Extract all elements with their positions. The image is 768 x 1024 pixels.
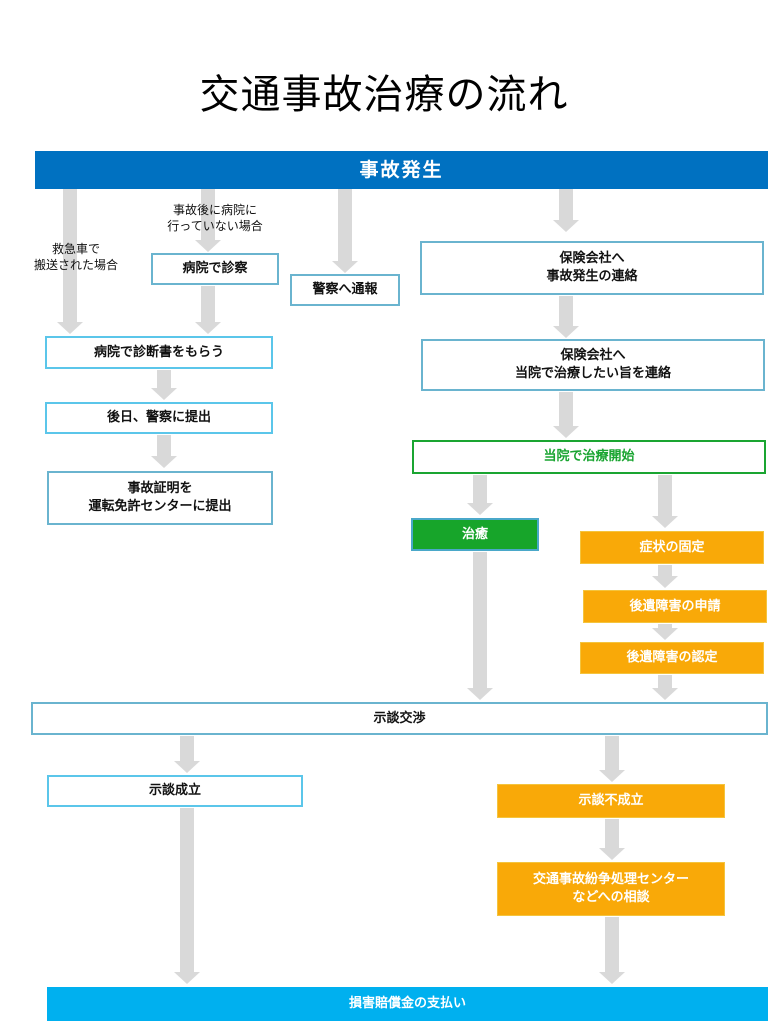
node-label: 交通事故紛争処理センター	[532, 872, 689, 887]
node-label: 運転免許センターに提出	[88, 499, 232, 514]
node-cured: 治癒	[411, 518, 539, 551]
node-payment: 損害賠償金の支払い	[47, 987, 768, 1021]
down-arrow-icon	[151, 435, 177, 468]
node-label: 後遺障害の認定	[626, 650, 718, 665]
page-title: 交通事故治療の流れ	[199, 72, 569, 118]
down-arrow-icon	[467, 475, 493, 515]
node-dispute-center: 交通事故紛争処理センターなどへの相談	[497, 862, 725, 916]
accident-label: 事故発生	[359, 159, 444, 181]
label-line: 搬送された場合	[33, 258, 118, 272]
down-arrow-icon	[553, 189, 579, 232]
node-disability-apply: 後遺障害の申請	[583, 590, 767, 623]
node-label: 治癒	[461, 526, 488, 542]
down-arrow-icon	[151, 370, 177, 400]
node-police-report: 警察へ通報	[290, 274, 400, 306]
down-arrow-icon	[195, 286, 221, 334]
down-arrow-icon	[174, 736, 200, 773]
down-arrow-icon	[652, 675, 678, 700]
node-label: などへの相談	[572, 890, 650, 905]
node-label: 後遺障害の申請	[629, 598, 721, 614]
node-hospital-exam: 病院で診察	[151, 253, 279, 285]
down-arrow-icon	[652, 565, 678, 588]
node-submit-police: 後日、警察に提出	[45, 402, 273, 434]
node-label: 当院で治療開始	[543, 449, 635, 464]
node-label: 保険会社へ	[559, 251, 625, 266]
node-symptom-fixed: 症状の固定	[580, 531, 764, 564]
node-label: 示談交渉	[373, 710, 426, 726]
label-line: 行っていない場合	[167, 219, 263, 233]
down-arrow-icon	[652, 624, 678, 640]
node-label: 示談成立	[148, 783, 201, 798]
node-disability-cert: 後遺障害の認定	[580, 642, 764, 674]
down-arrow-icon	[652, 475, 678, 528]
node-insurance-treat: 保険会社へ当院で治療したい旨を連絡	[421, 339, 765, 391]
node-insurance-notify: 保険会社へ事故発生の連絡	[420, 241, 764, 295]
node-settlement-fail: 示談不成立	[497, 784, 725, 818]
node-label: 損害賠償金の支払い	[348, 996, 466, 1011]
label-line: 事故後に病院に	[172, 203, 257, 217]
node-label: 保険会社へ	[560, 348, 626, 363]
node-diagnosis: 病院で診断書をもらう	[45, 336, 273, 369]
node-label: 事故証明を	[127, 481, 193, 496]
node-label: 当院で治療したい旨を連絡	[514, 366, 671, 381]
label-line: 救急車で	[51, 242, 100, 256]
node-settlement-negotiation: 示談交渉	[31, 702, 768, 735]
node-label: 病院で診断書をもらう	[93, 344, 224, 360]
node-accident-cert: 事故証明を運転免許センターに提出	[47, 471, 273, 525]
down-arrow-icon	[467, 552, 493, 700]
label-ambulance: 救急車で 搬送された場合	[16, 241, 136, 273]
down-arrow-icon	[599, 819, 625, 860]
node-label: 後日、警察に提出	[106, 410, 211, 425]
down-arrow-icon	[553, 392, 579, 438]
down-arrow-icon	[332, 189, 358, 273]
node-label: 事故発生の連絡	[546, 269, 638, 284]
node-label: 示談不成立	[578, 793, 644, 808]
down-arrow-icon	[57, 189, 83, 334]
down-arrow-icon	[599, 917, 625, 984]
down-arrow-icon	[599, 736, 625, 782]
node-label: 警察へ通報	[312, 282, 378, 297]
node-settlement-success: 示談成立	[47, 775, 303, 807]
node-start-treatment: 当院で治療開始	[412, 440, 766, 474]
label-no-hospital: 事故後に病院に 行っていない場合	[150, 202, 280, 234]
down-arrow-icon	[553, 296, 579, 338]
down-arrow-icon	[174, 808, 200, 984]
node-label: 病院で診察	[182, 261, 248, 276]
accident-header: 事故発生	[35, 151, 768, 189]
node-label: 症状の固定	[639, 539, 705, 555]
down-arrow-icon	[195, 189, 221, 252]
